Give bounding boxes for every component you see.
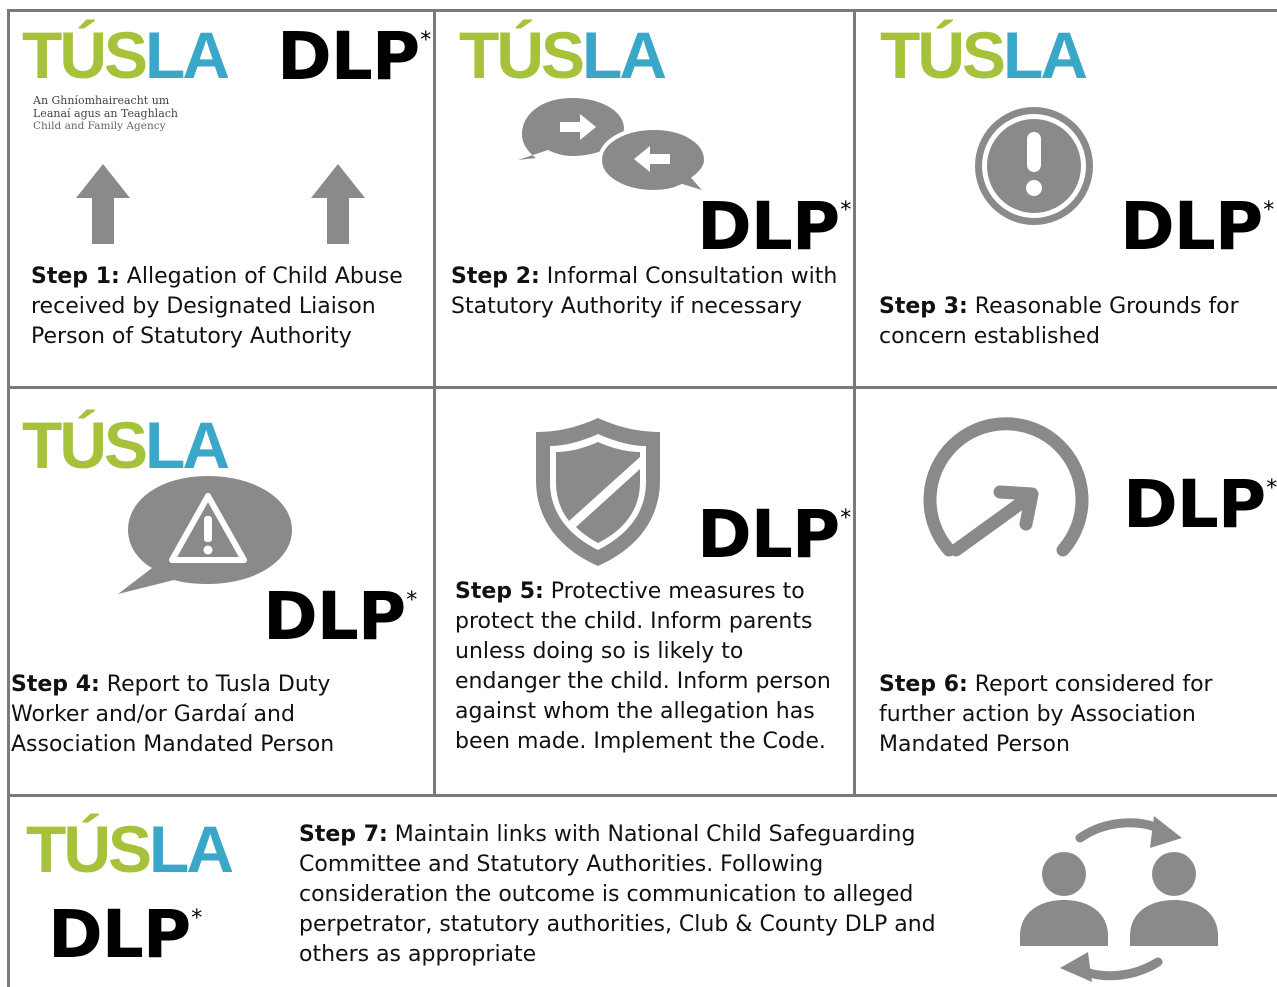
tusla-logo: TÚSLA: [26, 812, 234, 886]
dlp-label: DLP*: [48, 896, 202, 973]
step-5-text: Step 5: Protective measures to protect t…: [455, 579, 831, 754]
tusla-logo: TÚSLA: [880, 18, 1088, 92]
tusla-tagline: An Ghníomhaireacht um Leanaí agus an Tea…: [33, 94, 178, 132]
exclamation-icon: [975, 107, 1093, 225]
step-3-text: Step 3: Reasonable Grounds for concern e…: [879, 294, 1239, 349]
tusla-logo: TÚSLA: [459, 18, 667, 92]
step-4-text: Step 4: Report to Tusla Duty Worker and/…: [11, 672, 335, 757]
dlp-label: DLP*: [697, 188, 851, 265]
tusla-logo: TÚSLA: [22, 408, 230, 482]
shield-icon: [536, 418, 660, 566]
grid-top-border: [8, 9, 1277, 12]
grid-col-divider-1: [433, 9, 436, 796]
step-1-text: Step 1: Allegation of Child Abuse receiv…: [31, 264, 403, 349]
grid-col-divider-2: [853, 9, 856, 796]
arrow-up-icon: [76, 164, 130, 244]
dlp-label: DLP*: [1123, 466, 1277, 543]
step-6-text: Step 6: Report considered for further ac…: [879, 672, 1213, 757]
step-7-text: Step 7: Maintain links with National Chi…: [299, 822, 936, 967]
dlp-label: DLP*: [1120, 188, 1274, 265]
step-2-text: Step 2: Informal Consultation with Statu…: [451, 264, 838, 319]
warning-speech-bubble-icon: [118, 476, 292, 594]
people-exchange-icon: [1020, 816, 1218, 982]
grid-left-border: [7, 9, 10, 987]
chat-bubbles-icon: [518, 98, 712, 198]
arrow-up-icon: [311, 164, 365, 244]
grid-row-divider-2: [8, 794, 1277, 797]
dlp-label: DLP*: [697, 496, 851, 573]
dlp-label: DLP*: [263, 578, 417, 655]
grid-row-divider-1: [8, 386, 1277, 389]
tusla-logo: TÚSLA: [22, 18, 230, 92]
dlp-label: DLP*: [277, 18, 431, 95]
gauge-arrow-icon: [923, 417, 1089, 557]
